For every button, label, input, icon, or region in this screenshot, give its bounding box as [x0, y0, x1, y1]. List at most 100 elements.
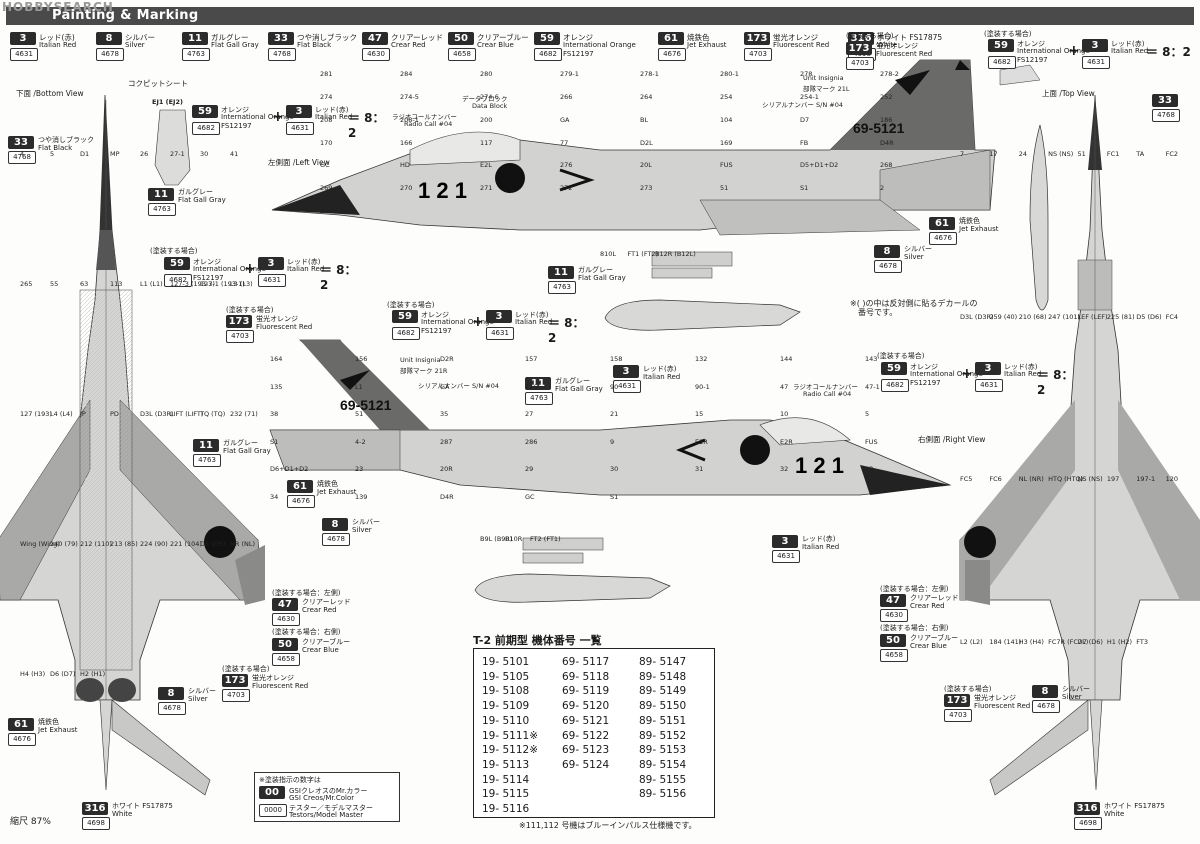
- color-name-en: Italian Red: [1004, 370, 1042, 378]
- serial-entry: 19- 5105: [482, 670, 530, 683]
- cockpit-label: コクピットシート: [128, 79, 188, 88]
- decal-number: 225 (81): [1106, 312, 1135, 321]
- decal-number: 127 (193): [20, 410, 52, 418]
- color-number: 3: [258, 257, 284, 270]
- decal-number: 38: [270, 410, 279, 418]
- radio-call-label-en: Radio Call #04: [404, 120, 453, 128]
- plus-sign: +: [1068, 43, 1080, 59]
- key-mr-color-text: GSIクレオスのMr.カラー: [289, 787, 368, 795]
- unit-mark-label-right: 部隊マーク 21R: [400, 367, 448, 375]
- decal-number: 90-1: [695, 382, 710, 391]
- decal-number: H1 (H2): [1106, 637, 1133, 646]
- decal-number: 272: [560, 184, 573, 193]
- color-name-jp: オレンジ: [193, 258, 221, 266]
- tail-number-left: 69-5121: [853, 120, 905, 136]
- color-name-en: International Orange: [563, 41, 636, 49]
- decal-number: D2L: [640, 138, 653, 147]
- decal-number: E2R: [780, 437, 793, 446]
- color-name-jp: 蛍光オレンジ: [256, 315, 298, 323]
- decal-number: 143: [865, 355, 878, 363]
- color-name-en: International Orange: [421, 318, 494, 326]
- color-code: 4676: [8, 733, 36, 746]
- decal-number: S1: [610, 492, 619, 501]
- decal-number: FC2: [1165, 150, 1179, 158]
- nose-number-left: 1 2 1: [418, 178, 467, 203]
- tail-number-right: 69-5121: [340, 397, 392, 413]
- color-name-en: Silver: [188, 695, 208, 703]
- color-code: 4768: [268, 48, 296, 61]
- plus-sign: +: [961, 366, 973, 382]
- decal-number: 247 (101): [1048, 312, 1081, 321]
- color-code: 4763: [193, 454, 221, 467]
- color-name-jp: レッド(赤): [802, 535, 836, 543]
- mix-box-top-right: 59 4682 オレンジ International Orange FS1219…: [984, 37, 1194, 77]
- drop-tank-left: [604, 299, 801, 331]
- decal-number: 104: [720, 115, 733, 124]
- decal-number: D6 (D7): [50, 670, 76, 678]
- decal-number: 186: [880, 115, 893, 124]
- color-name-jp: レッド(赤): [643, 365, 677, 373]
- color-code: 4682: [881, 379, 909, 392]
- decal-number: 7: [960, 150, 965, 158]
- decal-number: 32: [780, 465, 789, 473]
- decal-number: E2L: [480, 161, 492, 170]
- decal-number: 51: [355, 410, 364, 418]
- serial-entry: 19- 5116: [482, 803, 530, 816]
- color-code: 4631: [258, 274, 286, 287]
- color-number: 59: [192, 105, 218, 118]
- decal-number: 170: [320, 138, 333, 147]
- decal-number: H4 (H3): [20, 670, 46, 678]
- color-name-en: Fluorescent Red: [256, 323, 313, 331]
- serial-entry: 89- 5151: [639, 714, 687, 727]
- when-painting-note: (塗装する場合): [846, 32, 894, 40]
- decal-number: 221 (104): [170, 540, 202, 548]
- color-name-en: Flat Gall Gray: [211, 41, 259, 49]
- decal-number: 265: [20, 280, 33, 288]
- color-name-en: Jet Exhaust: [959, 225, 999, 233]
- color-code: 4682: [192, 122, 220, 135]
- when-painting-note: (塗装する場合): [944, 685, 992, 693]
- color-name-jp: レッド(赤): [315, 106, 349, 114]
- decal-number: 208-1: [400, 115, 419, 124]
- decal-number: 197-1: [1136, 475, 1156, 483]
- decal-number: FC5: [960, 475, 973, 483]
- color-code: 4630: [362, 48, 390, 61]
- decal-number: D3L (D3R): [960, 312, 994, 321]
- color-name-en: Jet Exhaust: [687, 41, 727, 49]
- color-number: 33: [1152, 94, 1178, 107]
- decal-number: 31: [695, 465, 704, 473]
- serial-entry: 89- 5149: [639, 685, 687, 698]
- color-name-en: Italian Red: [515, 318, 553, 326]
- color-name-en: Italian Red: [643, 373, 681, 381]
- color-number: 316: [848, 32, 874, 45]
- decal-number: 212 (110): [80, 540, 112, 548]
- color-name-jp: クリアーレッド: [302, 598, 351, 606]
- color-name-jp: シルバー: [188, 687, 216, 695]
- decal-number: JP: [80, 410, 86, 418]
- decal-number: FT2 (FT1): [530, 535, 561, 543]
- color-code: 4698: [1074, 817, 1102, 830]
- decal-number: 17: [989, 150, 998, 158]
- color-number: 173: [222, 674, 248, 687]
- serial-entry: 89- 5148: [639, 670, 687, 683]
- when-painting-right-note: (塗装する場合：右側): [272, 628, 341, 636]
- serial-number-label-right: シリアルナンバー S/N #04: [418, 382, 499, 390]
- decal-number: Wing (Wing): [20, 540, 60, 548]
- color-name-jp: オレンジ: [421, 311, 449, 319]
- bottom-view-drawing: [0, 94, 265, 796]
- decal-number: 34: [270, 492, 279, 501]
- color-name-jp: ガルグレー: [223, 439, 258, 447]
- color-name-en: International Orange: [193, 265, 266, 273]
- unit-insignia-label-right: Unit Insignia: [400, 356, 441, 364]
- decal-number: 266: [560, 92, 573, 101]
- color-code: 4676: [658, 48, 686, 61]
- decal-number: LIFT (LIFT): [170, 410, 204, 418]
- color-code: 4631: [286, 122, 314, 135]
- color-fs-code: FS12197: [193, 274, 224, 282]
- color-number: 59: [392, 310, 418, 323]
- color-name-en: Flat Gall Gray: [555, 385, 603, 393]
